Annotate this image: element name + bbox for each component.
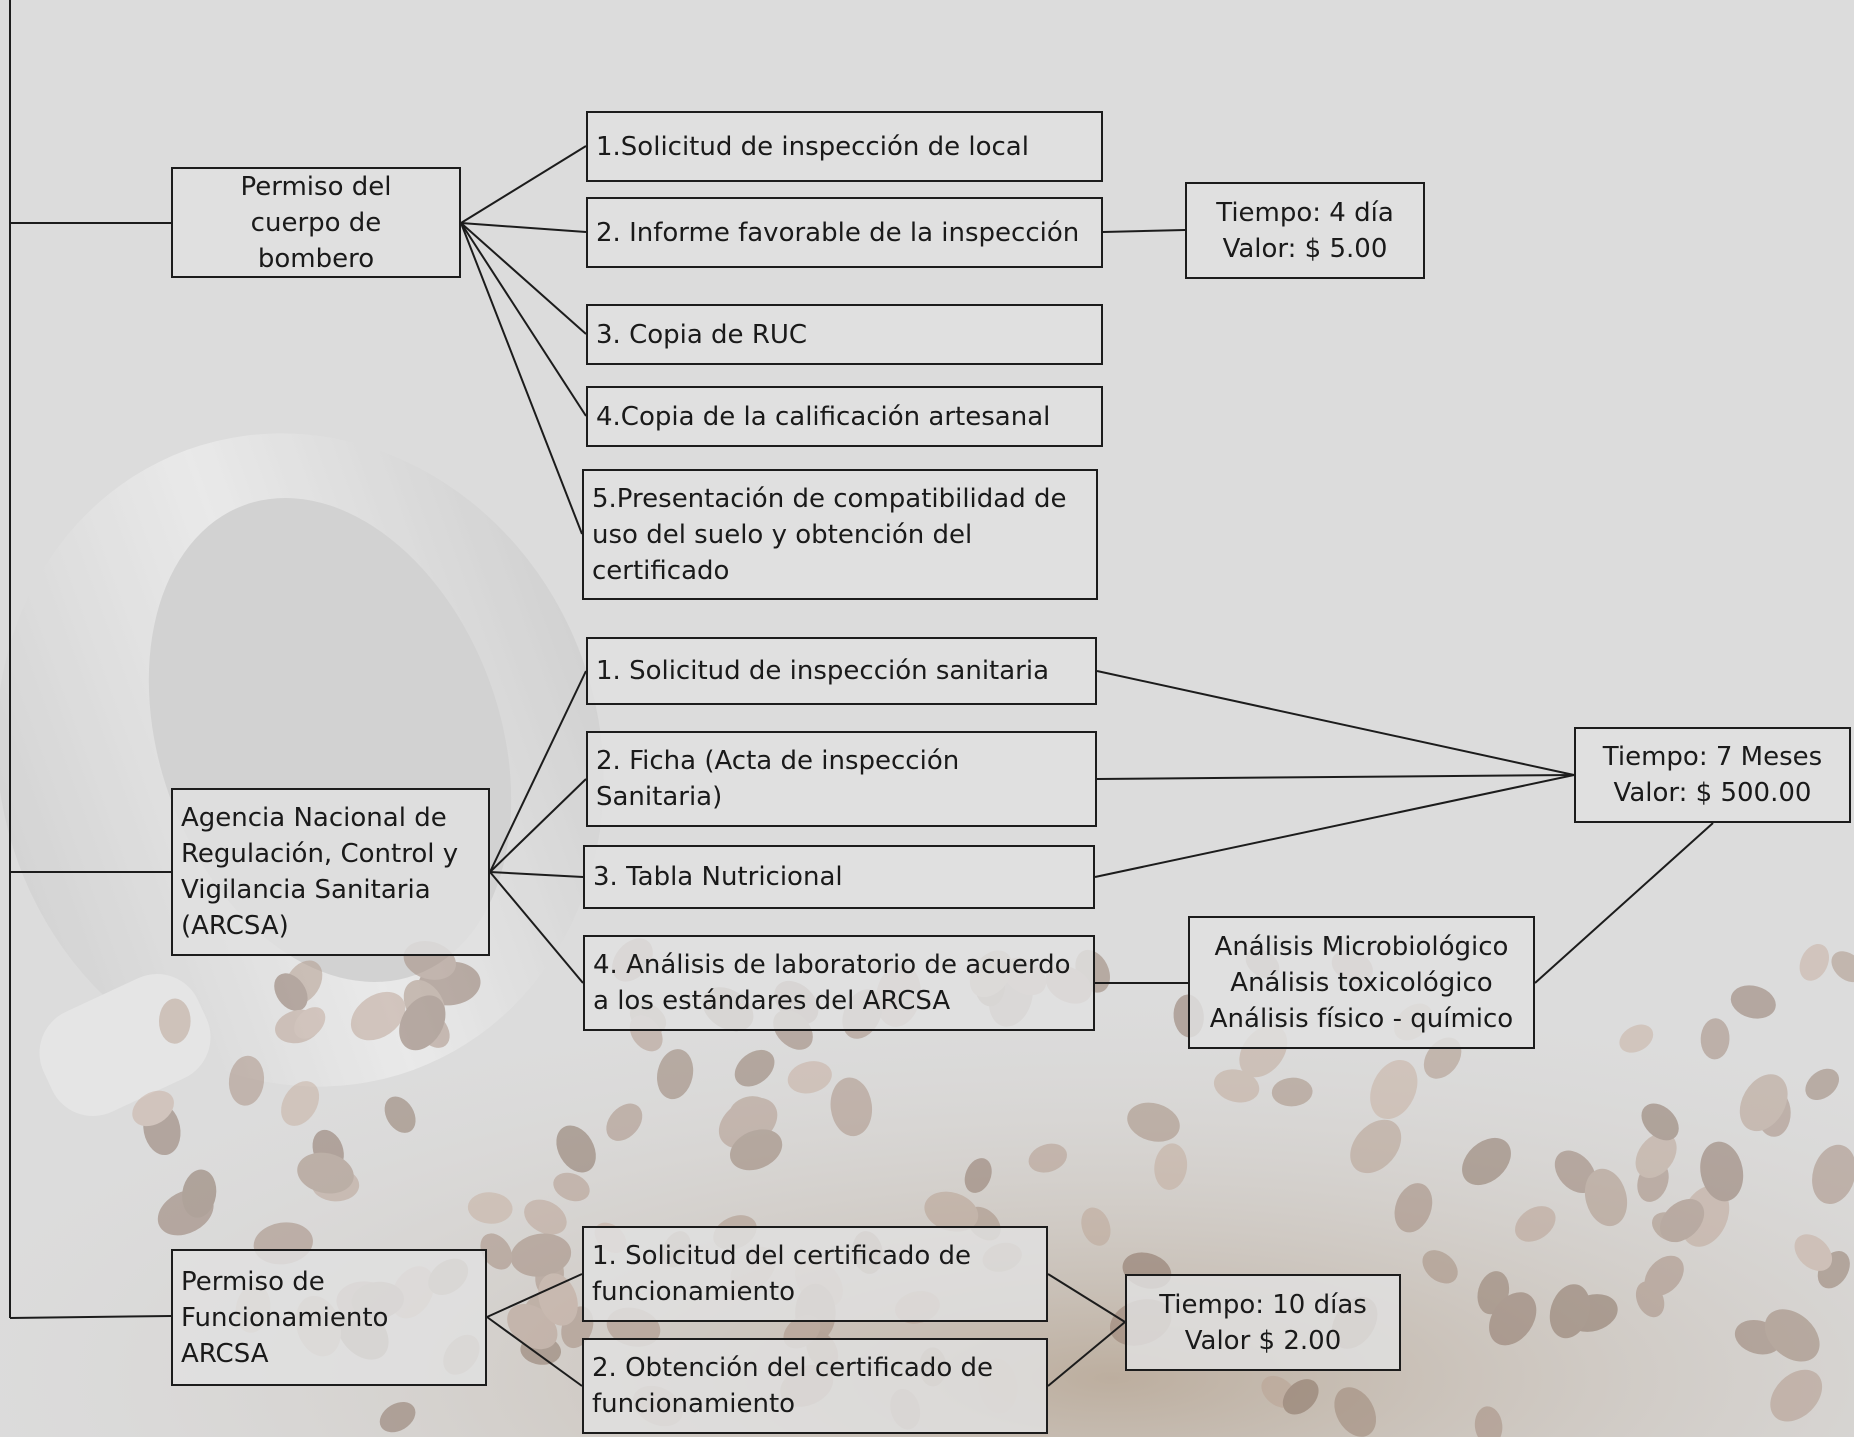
coffee-bean-shape bbox=[182, 1169, 217, 1218]
coffee-bean-shape bbox=[297, 1152, 354, 1194]
coffee-bean-shape bbox=[132, 1090, 174, 1127]
coffee-bean-shape bbox=[281, 1081, 320, 1126]
coffee-bean-shape bbox=[1770, 1369, 1823, 1422]
coffee-bean-shape bbox=[158, 998, 191, 1044]
arcsa-requirement-1: 1. Solicitud de inspección sanitaria bbox=[586, 637, 1097, 705]
arcsa-requirement-3: 3. Tabla Nutricional bbox=[583, 845, 1095, 909]
coffee-bean-shape bbox=[556, 1125, 596, 1173]
coffee-bean-shape bbox=[1422, 1250, 1458, 1284]
bomberos-requirement-2: 2. Informe favorable de la inspección bbox=[586, 197, 1103, 268]
group-funcionamiento-label: Permiso de Funcionamiento ARCSA bbox=[181, 1266, 389, 1369]
coffee-bean-shape bbox=[924, 1191, 979, 1232]
coffee-bean-shape bbox=[1154, 1143, 1188, 1190]
coffee-bean-shape bbox=[467, 1192, 513, 1224]
funcionamiento-cost-box: Tiempo: 10 días Valor $ 2.00 bbox=[1125, 1274, 1401, 1371]
coffee-bean-shape bbox=[1081, 1207, 1111, 1246]
coffee-bean-shape bbox=[1282, 1379, 1319, 1415]
coffee-bean-shape bbox=[379, 1401, 416, 1433]
funcionamiento-requirement-2: 2. Obtención del certificado de funciona… bbox=[582, 1338, 1048, 1434]
group-bomberos-label: Permiso del cuerpo de bombero bbox=[240, 171, 392, 274]
arcsa-requirement-2: 2. Ficha (Acta de inspección Sanitaria) bbox=[586, 731, 1097, 827]
coffee-bean-shape bbox=[1644, 1255, 1684, 1296]
group-arcsa: Agencia Nacional de Regulación, Control … bbox=[171, 788, 490, 956]
coffee-bean-shape bbox=[1474, 1406, 1503, 1437]
coffee-bean-shape bbox=[553, 1172, 590, 1202]
arcsa-cost-box: Tiempo: 7 Meses Valor: $ 500.00 bbox=[1574, 727, 1851, 823]
coffee-bean-shape bbox=[274, 973, 308, 1011]
coffee-bean-shape bbox=[350, 991, 406, 1041]
coffee-bean-shape bbox=[1549, 1284, 1591, 1339]
coffee-bean-shape bbox=[1127, 1102, 1180, 1142]
coffee-bean-shape bbox=[1370, 1059, 1418, 1120]
coffee-bean-shape bbox=[787, 1061, 832, 1094]
coffee-bean-shape bbox=[657, 1049, 694, 1100]
bomberos-requirement-5: 5.Presentación de compatibilidad de uso … bbox=[582, 469, 1098, 600]
coffee-bean-shape bbox=[830, 1077, 873, 1137]
bomberos-requirement-1: 1.Solicitud de inspección de local bbox=[586, 111, 1103, 182]
coffee-bean-shape bbox=[1805, 1068, 1840, 1101]
coffee-bean-shape bbox=[384, 1096, 416, 1133]
group-funcionamiento: Permiso de Funcionamiento ARCSA bbox=[171, 1249, 487, 1386]
coffee-bean-shape bbox=[606, 1103, 643, 1141]
coffee-bean-shape bbox=[1462, 1137, 1511, 1186]
coffee-bean-shape bbox=[1619, 1024, 1654, 1053]
coffee-bean-shape bbox=[1271, 1077, 1313, 1107]
coffee-bean-shape bbox=[1700, 1018, 1730, 1060]
coffee-bean-shape bbox=[1641, 1103, 1679, 1141]
funcionamiento-requirement-1: 1. Solicitud del certificado de funciona… bbox=[582, 1226, 1048, 1322]
coffee-bean-shape bbox=[1635, 1132, 1677, 1178]
coffee-bean-shape bbox=[524, 1199, 567, 1235]
group-bomberos: Permiso del cuerpo de bombero bbox=[171, 167, 461, 278]
coffee-bean-shape bbox=[1213, 1069, 1260, 1103]
coffee-bean-shape bbox=[1700, 1141, 1744, 1202]
bomberos-requirement-4: 4.Copia de la calificación artesanal bbox=[586, 386, 1103, 447]
coffee-bean-shape bbox=[480, 1233, 513, 1270]
coffee-bean-shape bbox=[1812, 1144, 1854, 1205]
coffee-bean-shape bbox=[964, 1158, 992, 1193]
coffee-bean-shape bbox=[1739, 1074, 1788, 1132]
coffee-bean-shape bbox=[1730, 985, 1776, 1019]
coffee-bean-shape bbox=[228, 1055, 265, 1106]
coffee-bean-shape bbox=[1764, 1309, 1820, 1362]
bomberos-requirement-3: 3. Copia de RUC bbox=[586, 304, 1103, 365]
coffee-bean-shape bbox=[1660, 1198, 1705, 1243]
coffee-bean-shape bbox=[1831, 951, 1854, 983]
coffee-bean-shape bbox=[510, 1233, 572, 1277]
coffee-bean-shape bbox=[729, 1129, 783, 1171]
coffee-bean-shape bbox=[399, 995, 446, 1051]
coffee-bean-shape bbox=[294, 1007, 326, 1039]
coffee-bean-shape bbox=[1554, 1150, 1596, 1194]
arcsa-requirement-4: 4. Análisis de laboratorio de acuerdo a … bbox=[583, 935, 1095, 1031]
coffee-bean-shape bbox=[1489, 1292, 1537, 1346]
coffee-bean-shape bbox=[1515, 1206, 1556, 1242]
bomberos-cost-box: Tiempo: 4 día Valor: $ 5.00 bbox=[1185, 182, 1425, 279]
coffee-bean-shape bbox=[1394, 1183, 1433, 1233]
coffee-bean-shape bbox=[1584, 1168, 1628, 1227]
arcsa-analysis-box: Análisis Microbiológico Análisis toxicol… bbox=[1188, 916, 1535, 1049]
group-arcsa-label: Agencia Nacional de Regulación, Control … bbox=[181, 803, 459, 941]
coffee-bean-shape bbox=[1794, 1234, 1833, 1271]
coffee-bean-shape bbox=[1334, 1387, 1377, 1437]
coffee-bean-shape bbox=[1350, 1119, 1402, 1174]
coffee-bean-shape bbox=[734, 1049, 775, 1087]
coffee-bean-shape bbox=[1799, 944, 1830, 981]
coffee-bean-shape bbox=[1028, 1143, 1068, 1173]
